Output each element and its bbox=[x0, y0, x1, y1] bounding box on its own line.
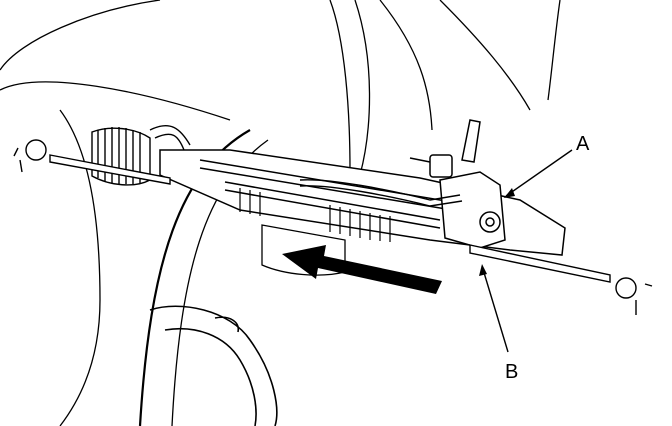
callout-label-b: B bbox=[505, 361, 518, 383]
hydraulic-lines bbox=[149, 125, 463, 207]
right-tie-rod bbox=[469, 244, 653, 315]
leader-arrowhead-b bbox=[479, 264, 487, 276]
direction-arrow bbox=[282, 245, 442, 294]
left-tie-rod bbox=[13, 139, 171, 185]
vehicle-body-outline bbox=[0, 0, 561, 426]
leader-arrowhead-a bbox=[504, 188, 515, 198]
leader-line-a bbox=[505, 149, 573, 197]
leader-line-b bbox=[481, 265, 509, 353]
center-rack-boot bbox=[239, 188, 391, 242]
callout-label-a: A bbox=[576, 133, 590, 155]
pinion-valve-housing bbox=[409, 119, 506, 249]
